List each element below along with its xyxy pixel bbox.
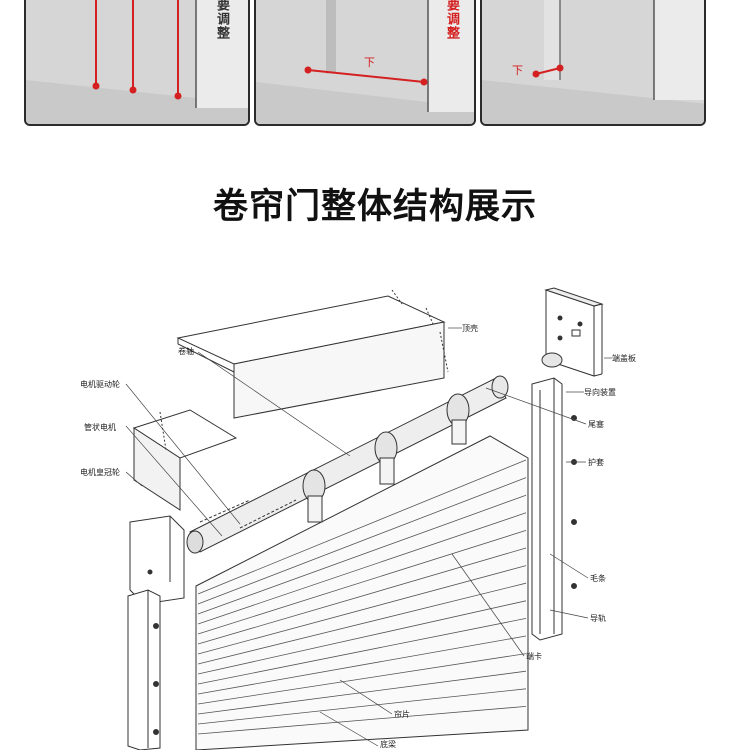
red-dot-2 <box>129 86 137 94</box>
leader-lines <box>125 327 612 747</box>
slat-line <box>197 618 527 685</box>
slat-line <box>197 706 527 735</box>
door-frame <box>428 0 474 112</box>
slat-line <box>197 688 527 725</box>
label-shaft: 卷轴 <box>178 346 194 356</box>
red-dot-left <box>304 66 312 74</box>
slat-line <box>197 494 527 615</box>
label-end-plate: 端盖板 <box>612 353 636 363</box>
panel-1-illustration <box>26 0 248 124</box>
red-dot-right <box>420 78 428 86</box>
motor-bracket-box <box>132 409 238 511</box>
label-cover: 顶壳 <box>462 323 478 333</box>
red-dot-left <box>532 70 540 78</box>
panel-2-illustration: 下 <box>256 0 474 124</box>
slat-line <box>197 565 527 655</box>
label-brush: 毛条 <box>590 573 606 583</box>
label-clip: 端卡 <box>526 651 542 661</box>
label-tubular-motor: 管状电机 <box>84 422 116 432</box>
left-guide-rail <box>127 589 161 750</box>
slat-curtain <box>195 435 529 750</box>
slat-line <box>197 547 527 645</box>
structure-diagram: 顶壳 卷轴 电机驱动轮 管状电机 电机皇冠轮 端盖板 导向装置 尾塞 护套 毛条… <box>80 287 636 750</box>
floor <box>256 82 474 124</box>
door-frame <box>654 0 704 100</box>
door-frame <box>196 0 248 108</box>
label-guide-device: 导向装置 <box>584 387 616 397</box>
red-dot-3 <box>174 92 182 100</box>
adjust-text-1: 要调整 <box>214 0 229 40</box>
slat-line <box>197 477 527 605</box>
red-level-line <box>307 69 425 83</box>
slat-lines <box>197 459 527 735</box>
right-guide-rail <box>531 377 577 641</box>
slat-line <box>197 600 527 675</box>
slat-line <box>197 459 527 595</box>
page-title: 卷帘门整体结构展示 <box>212 187 537 227</box>
slat-line <box>197 582 527 665</box>
label-bottom-beam: 底梁 <box>380 739 396 749</box>
down-mark-3: 下 <box>512 64 523 77</box>
label-slat: 帘片 <box>394 709 410 719</box>
adjust-panel-3: 下 <box>480 0 706 126</box>
label-motor-drive-wheel: 电机驱动轮 <box>80 379 120 389</box>
wall-edge-left <box>326 0 336 74</box>
floor <box>482 80 704 124</box>
door-jamb <box>544 0 560 80</box>
panel-3-illustration: 下 <box>482 0 704 124</box>
floor <box>26 80 248 124</box>
label-sleeve: 护套 <box>588 457 604 467</box>
slat-line <box>197 512 527 625</box>
slat-line <box>197 635 527 695</box>
left-end-plate <box>129 515 185 605</box>
roller-shaft <box>186 375 509 554</box>
label-guide-rail: 导轨 <box>590 613 606 623</box>
right-end-plate <box>541 287 604 377</box>
red-dot-1 <box>92 82 100 90</box>
top-cover <box>176 289 449 419</box>
label-motor-bracket: 电机皇冠轮 <box>80 467 120 477</box>
slat-line <box>197 530 527 635</box>
slat-line <box>197 653 527 705</box>
red-dot-right <box>556 64 564 72</box>
label-tail-stop: 尾塞 <box>588 419 604 429</box>
down-mark-2: 下 <box>364 56 375 69</box>
slat-line <box>197 670 527 715</box>
adjust-text-2: 要调整 <box>444 0 459 40</box>
adjust-panel-1: 要调整 <box>24 0 250 126</box>
red-short-line <box>535 67 561 75</box>
adjust-panel-2: 下 要调整 <box>254 0 476 126</box>
